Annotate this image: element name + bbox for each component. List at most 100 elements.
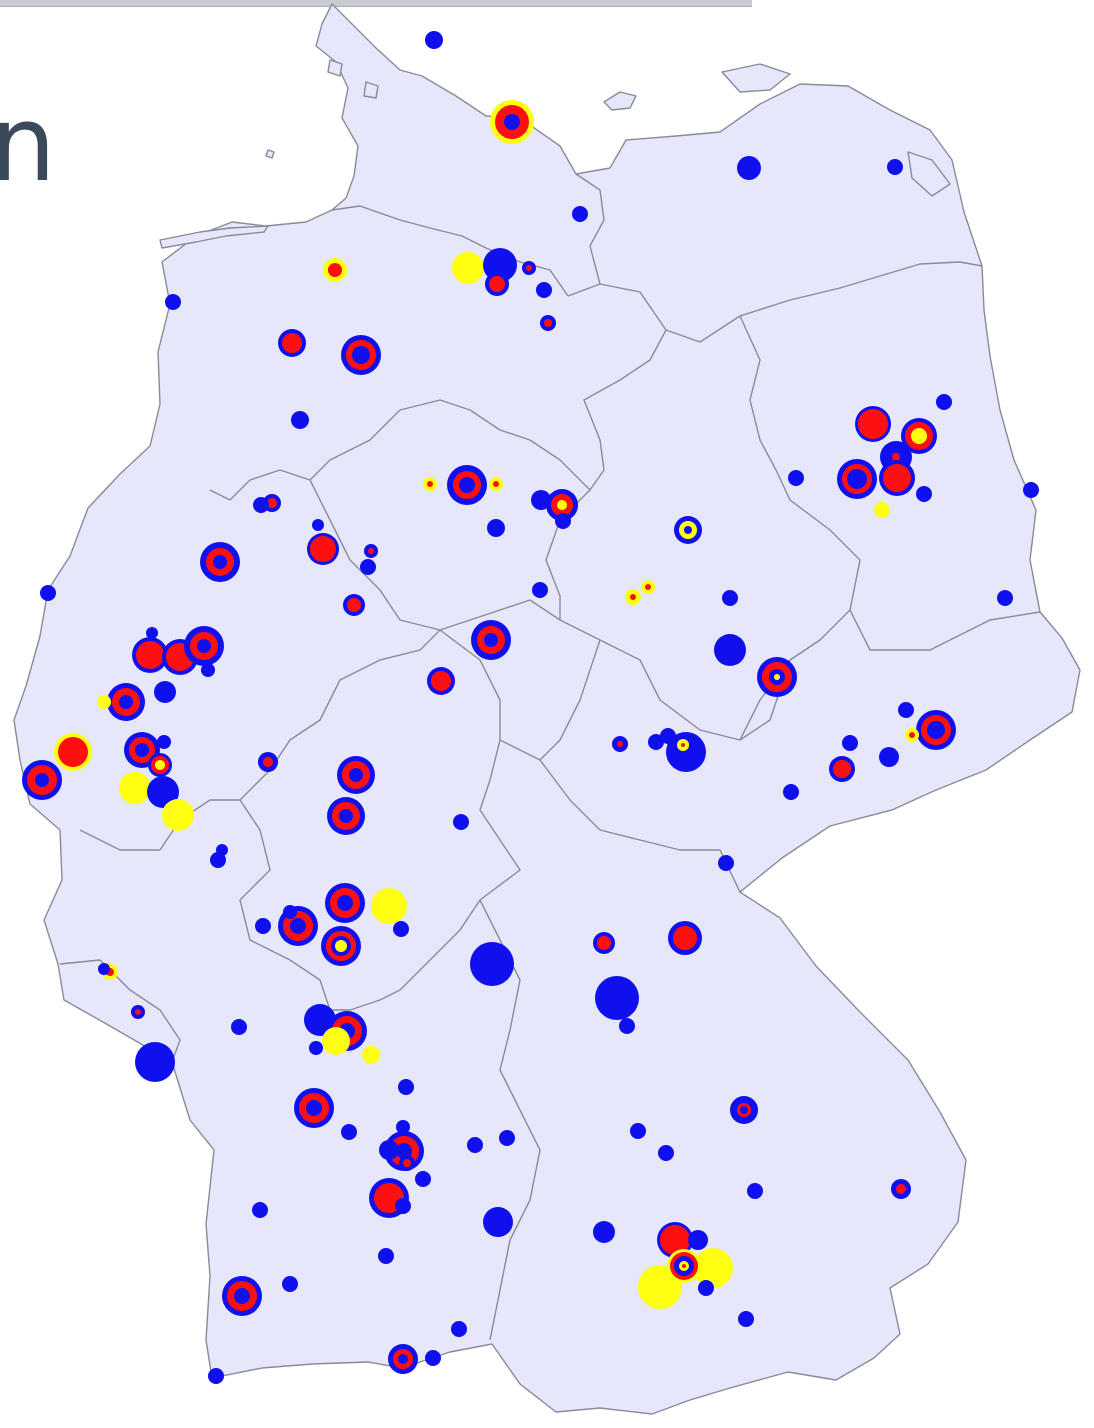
map-marker (393, 921, 409, 937)
marker-ring (154, 681, 176, 703)
map-marker (667, 1249, 701, 1283)
marker-ring (119, 772, 151, 804)
map-marker (22, 760, 62, 800)
map-marker (360, 559, 376, 575)
map-marker (165, 294, 181, 310)
map-marker (278, 329, 306, 357)
map-marker (546, 489, 578, 521)
marker-ring (916, 486, 932, 502)
marker-ring (684, 526, 692, 534)
marker-ring (499, 1130, 515, 1146)
marker-ring (119, 695, 133, 709)
map-marker (341, 1124, 357, 1140)
map-marker (916, 486, 932, 502)
marker-ring (617, 741, 623, 747)
marker-ring (883, 464, 911, 492)
marker-ring (415, 1171, 431, 1187)
map-marker (379, 1140, 399, 1160)
marker-ring (306, 1100, 322, 1116)
map-marker (722, 590, 738, 606)
marker-ring (693, 1248, 733, 1288)
map-marker (343, 594, 365, 616)
map-marker (718, 855, 734, 871)
marker-ring (135, 1009, 141, 1015)
marker-ring (722, 590, 738, 606)
map-marker (453, 814, 469, 830)
marker-ring (328, 263, 342, 277)
marker-ring (451, 1321, 467, 1337)
map-marker (184, 626, 224, 666)
marker-ring (216, 844, 228, 856)
marker-ring (98, 963, 110, 975)
marker-ring (208, 1368, 224, 1384)
marker-ring (887, 159, 903, 175)
marker-ring (898, 702, 914, 718)
map-marker (879, 460, 915, 496)
map-marker (612, 736, 628, 752)
map-marker (467, 1137, 483, 1153)
marker-ring (253, 497, 269, 513)
marker-ring (660, 1225, 690, 1255)
map-marker (737, 156, 761, 180)
marker-ring (648, 734, 664, 750)
marker-ring (682, 1264, 686, 1268)
marker-ring (896, 1184, 906, 1194)
marker-ring (487, 519, 505, 537)
map-marker (688, 1230, 708, 1250)
marker-ring (738, 1311, 754, 1327)
marker-ring (597, 936, 611, 950)
marker-ring (335, 940, 347, 952)
marker-ring (427, 481, 433, 487)
map-marker (490, 100, 534, 144)
marker-ring (936, 394, 952, 410)
marker-ring (842, 735, 858, 751)
marker-ring (267, 498, 277, 508)
marker-ring (718, 855, 734, 871)
marker-ring (833, 760, 851, 778)
marker-ring (493, 481, 499, 487)
island-strip (159, 225, 269, 249)
map-marker (674, 516, 702, 544)
marker-ring (783, 784, 799, 800)
marker-ring (396, 1143, 412, 1159)
map-marker (337, 756, 375, 794)
marker-ring (911, 428, 927, 444)
island (721, 63, 791, 93)
map-marker (291, 411, 309, 429)
map-marker (499, 1130, 515, 1146)
marker-ring (688, 1230, 708, 1250)
marker-ring (526, 265, 532, 271)
marker-ring (347, 598, 361, 612)
map-marker (837, 459, 877, 499)
marker-ring (673, 926, 697, 950)
map-marker (425, 1350, 441, 1366)
map-marker (322, 1027, 350, 1055)
map-marker (595, 976, 639, 1020)
map-marker (132, 637, 168, 673)
map-marker (452, 252, 484, 284)
marker-ring (234, 1288, 250, 1304)
map-marker (916, 710, 956, 750)
map-marker (783, 784, 799, 800)
map-marker (619, 1018, 635, 1034)
marker-ring (892, 453, 900, 461)
marker-ring (483, 1207, 513, 1237)
marker-ring (997, 590, 1013, 606)
map-marker (423, 477, 437, 491)
map-marker (362, 1046, 380, 1064)
marker-ring (201, 663, 215, 677)
marker-ring (874, 502, 890, 518)
map-marker (673, 735, 693, 755)
slide-title-fragment: n (0, 83, 56, 205)
marker-ring (352, 346, 370, 364)
map-marker (135, 1042, 175, 1082)
marker-ring (135, 743, 149, 757)
map-marker (658, 1145, 674, 1161)
marker-ring (231, 1019, 247, 1035)
marker-ring (396, 1120, 410, 1134)
map-marker (887, 159, 903, 175)
marker-ring (747, 1183, 763, 1199)
map-marker (98, 963, 110, 975)
map-marker (648, 734, 664, 750)
